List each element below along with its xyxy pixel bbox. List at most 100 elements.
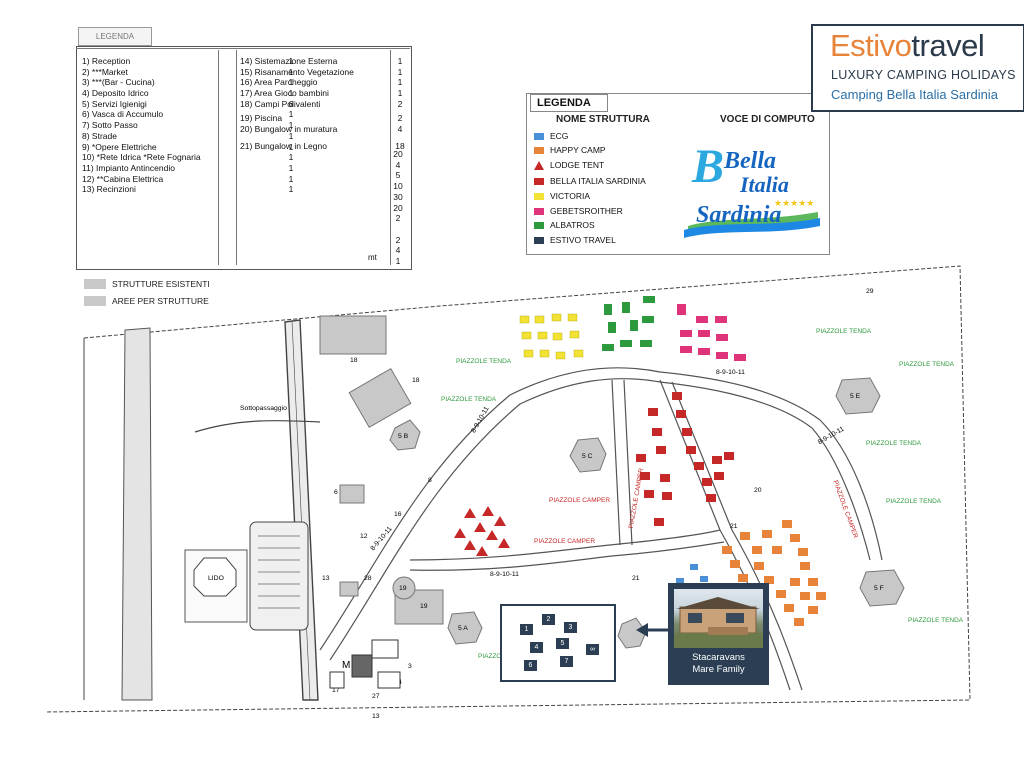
albatros-swatch (534, 221, 544, 229)
zone-stacaravans (617, 617, 647, 649)
zone-5c (569, 437, 607, 473)
callout-arrow-head (636, 623, 648, 637)
road-centerline (291, 320, 311, 701)
svg-text:PIAZZOLE TENDA: PIAZZOLE TENDA (899, 361, 955, 368)
unit-label: mt (368, 253, 377, 262)
estivo-unit: 5 (556, 638, 569, 649)
estivo-unit: 7 (560, 656, 573, 667)
legend-item-victoria: VICTORIA (534, 190, 590, 202)
legend-item-ecg: ECG (534, 130, 568, 142)
stacaravans-label: Stacaravans Mare Family (692, 652, 745, 675)
legend-item-bella-italia: BELLA ITALIA SARDINIA (534, 175, 646, 187)
zone-5e-label: 5 E (850, 393, 861, 400)
legend-item-lodge-tent: LODGE TENT (534, 159, 604, 171)
structure-name-header: NOME STRUTTURA (556, 114, 650, 125)
road-code-label: 8-9-10-11 (716, 369, 745, 376)
brand-name: Estivotravel (830, 28, 985, 63)
svg-text:19: 19 (399, 585, 407, 592)
logo-big-b: B (691, 140, 724, 193)
legend-divider (218, 50, 219, 265)
bella-italia-swatch (534, 177, 544, 185)
road-code-label: 8-9-10-11 (817, 426, 846, 447)
cost-item-header: VOCE DI COMPUTO (720, 114, 815, 125)
svg-text:17: 17 (332, 687, 340, 694)
svg-text:PIAZZOLE TENDA: PIAZZOLE TENDA (456, 358, 512, 365)
sports-court-18 (319, 315, 387, 355)
brand-tagline: LUXURY CAMPING HOLIDAYS (831, 68, 1016, 82)
legend-item-happy-camp: HAPPY CAMP (534, 144, 606, 156)
legend-divider (236, 50, 237, 265)
brand-box (811, 24, 1024, 112)
logo-text-italia: Italia (739, 172, 789, 197)
svg-text:13: 13 (322, 575, 330, 582)
structure-areas-swatch (84, 296, 106, 306)
lido-building (193, 557, 237, 597)
svg-text:8: 8 (428, 477, 432, 484)
happy-camp-swatch (534, 146, 544, 154)
site-boundary (45, 265, 971, 713)
existing-structures-label: STRUTTURE ESISTENTI (112, 279, 210, 289)
svg-text:PIAZZOLE TENDA: PIAZZOLE TENDA (441, 396, 497, 403)
svg-text:PIAZZOLE CAMPER: PIAZZOLE CAMPER (549, 497, 610, 504)
svg-text:PIAZZOLE TENDA: PIAZZOLE TENDA (816, 328, 872, 335)
parking-stripes (258, 535, 300, 609)
mobile-home-illustration (674, 597, 763, 648)
svg-text:28: 28 (364, 575, 372, 582)
albatros-units (602, 296, 655, 351)
svg-text:PIAZZOLE TENDA: PIAZZOLE TENDA (866, 440, 922, 447)
building-28 (339, 581, 359, 597)
estivo-unit: 4 (530, 642, 543, 653)
svg-text:PIAZZOLE TENDA: PIAZZOLE TENDA (908, 617, 964, 624)
legend-item-albatros: ALBATROS (534, 219, 595, 231)
zone-5c-label: 5 C (582, 453, 593, 460)
ecg-units (676, 564, 708, 584)
svg-text:16: 16 (394, 511, 402, 518)
estivo-unit: ∞ (586, 644, 599, 655)
svg-text:3: 3 (408, 663, 412, 670)
legend-item-estivo-travel: ESTIVO TRAVEL (534, 234, 616, 246)
zone-5a-label: 5 A (458, 625, 468, 632)
beach-strip (121, 327, 153, 701)
happy-camp-units (722, 520, 826, 626)
logo-text-bella: Bella (723, 148, 776, 174)
building-17 (329, 671, 345, 689)
zone-5f (859, 569, 905, 607)
lodge-tent-swatch (534, 160, 544, 170)
camper-pitch-labels: PIAZZOLE CAMPER PIAZZOLE CAMPER PIAZZOLE… (534, 467, 859, 545)
logo-stars: ★★★★★ (774, 198, 814, 208)
svg-text:20: 20 (754, 487, 762, 494)
provincial-road (284, 319, 319, 701)
campsite-map: Sottopassaggio LIDO 5 B 5 C 5 E 5 F (45, 265, 971, 720)
svg-text:PIAZZOLE CAMPER: PIAZZOLE CAMPER (534, 538, 595, 545)
svg-text:13: 13 (372, 713, 380, 720)
logo-wave-blue (684, 218, 820, 238)
existing-structures-swatch (84, 279, 106, 289)
logo-text-sardinia: Sardinia (696, 202, 781, 228)
bella-italia-units (636, 392, 734, 526)
svg-text:27: 27 (372, 693, 380, 700)
svg-text:18: 18 (412, 377, 420, 384)
svg-text:18: 18 (350, 357, 358, 364)
legend-tab: LEGENDA (78, 27, 152, 46)
victoria-units (519, 313, 584, 360)
underpass-path (194, 419, 321, 433)
legend-table (76, 46, 412, 270)
road-code-label: 8-9-10-11 (470, 405, 491, 434)
estivo-unit: 3 (564, 622, 577, 633)
pool-19b (392, 576, 416, 600)
gebetsroither-units (677, 304, 746, 361)
